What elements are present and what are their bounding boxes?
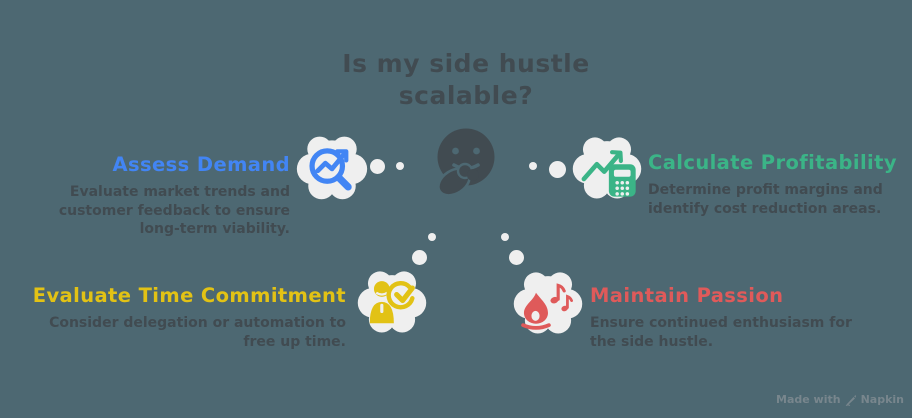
watermark: Made with Napkin (776, 393, 904, 406)
thought-dot (412, 250, 427, 265)
person-check-icon (355, 264, 429, 338)
calculator-trend-icon (570, 130, 644, 204)
section-description-assess-demand: Evaluate market trends and customer feed… (58, 184, 290, 238)
thought-dot (370, 159, 385, 174)
napkin-logo-icon (845, 394, 857, 406)
section-calculate-profitability: Calculate Profitability Determine profit… (648, 151, 900, 218)
thought-dot (529, 162, 537, 170)
thought-dot (509, 250, 524, 265)
thought-dot (428, 233, 436, 241)
section-heading-assess-demand: Assess Demand (112, 153, 290, 176)
flame-music-icon (511, 265, 585, 339)
section-heading-calculate-profitability: Calculate Profitability (648, 151, 897, 174)
section-evaluate-time-commitment: Evaluate Time Commitment Consider delega… (18, 284, 346, 351)
chart-search-icon (294, 129, 370, 205)
watermark-prefix: Made with (776, 393, 841, 406)
section-heading-maintain-passion: Maintain Passion (590, 284, 784, 307)
thinking-face-icon (428, 126, 510, 210)
section-description-maintain-passion: Ensure continued enthusiasm for the side… (590, 315, 852, 350)
section-assess-demand: Assess Demand Evaluate market trends and… (18, 153, 290, 239)
section-heading-evaluate-time-commitment: Evaluate Time Commitment (32, 284, 346, 307)
thought-dot (396, 162, 404, 170)
thought-dot (501, 233, 509, 241)
section-maintain-passion: Maintain Passion Ensure continued enthus… (590, 284, 880, 351)
section-description-calculate-profitability: Determine profit margins and identify co… (648, 182, 883, 217)
watermark-brand: Napkin (860, 393, 904, 406)
page-title: Is my side hustle scalable? (342, 49, 590, 110)
section-description-evaluate-time-commitment: Consider delegation or automation to fre… (49, 315, 346, 350)
thought-dot (549, 161, 566, 178)
